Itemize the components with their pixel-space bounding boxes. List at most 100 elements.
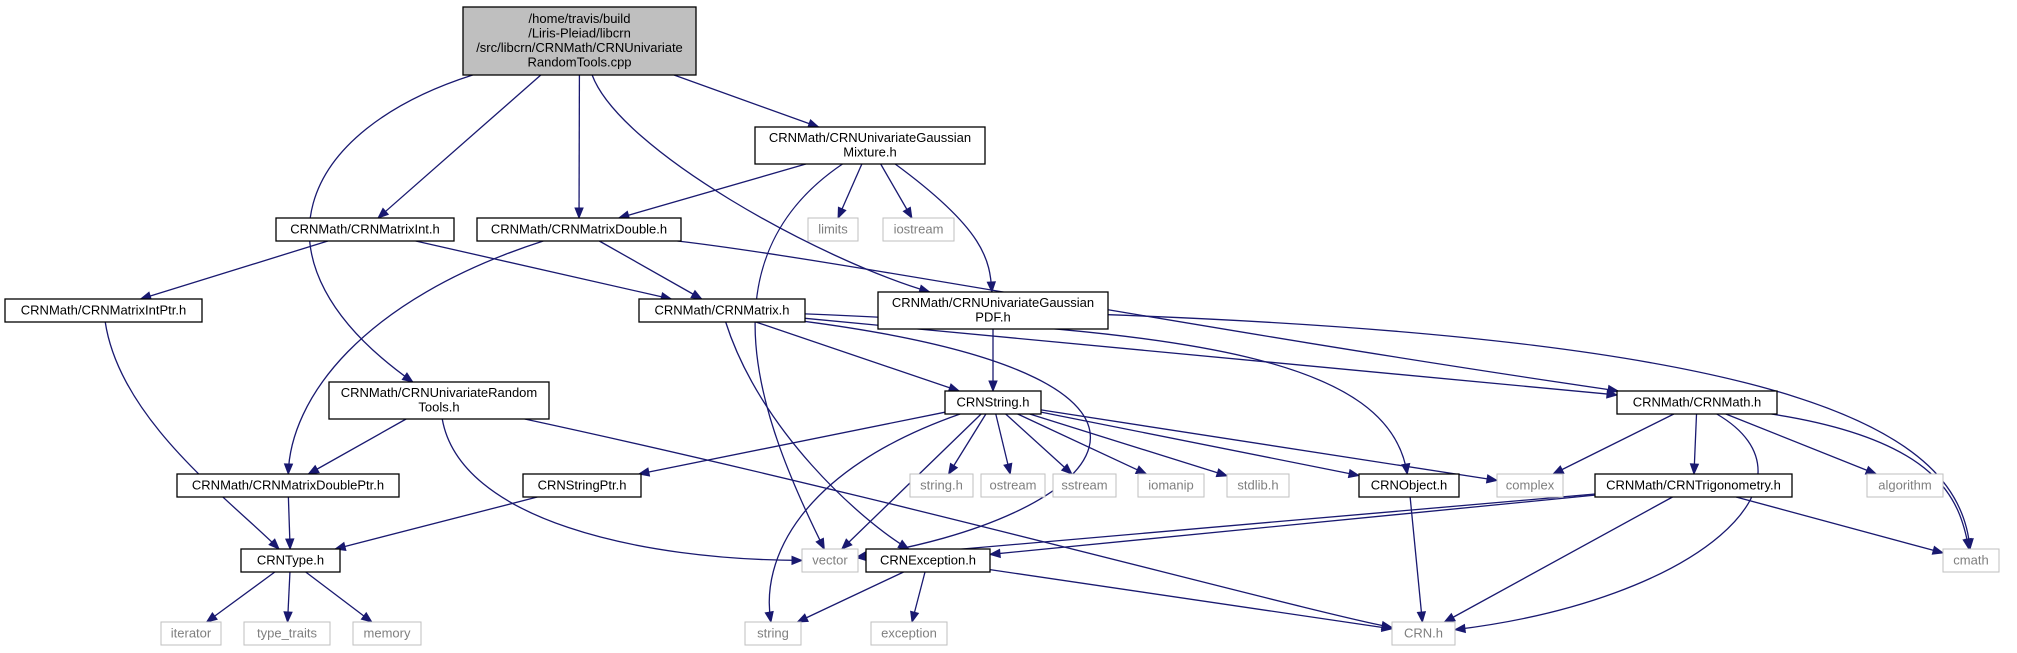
node-ostream-box xyxy=(980,473,1046,498)
arrowhead-str-to-obj xyxy=(1347,468,1361,479)
node-mip-label: CRNMath/CRNMatrixIntPtr.h xyxy=(21,302,186,317)
node-complex: complex xyxy=(1496,473,1564,498)
node-md[interactable]: CRNMath/CRNMatrixDouble.h xyxy=(476,217,682,242)
edge-root-to-urt xyxy=(308,74,473,383)
node-exc[interactable]: CRNException.h xyxy=(865,548,991,573)
arrowhead-mip-to-type xyxy=(268,538,280,550)
arrowhead-math-to-cmath xyxy=(1962,537,1972,551)
node-math-label: CRNMath/CRNMath.h xyxy=(1633,394,1762,409)
arrowhead-root-to-gm xyxy=(807,118,820,128)
arrowhead-pdf-to-str xyxy=(988,380,998,393)
node-memory-box xyxy=(352,621,422,646)
node-stringh: string.h xyxy=(909,473,974,498)
node-mi-label: CRNMath/CRNMatrixInt.h xyxy=(290,221,440,236)
edge-root-to-pdf xyxy=(591,74,930,293)
node-stringh-label: string.h xyxy=(920,477,963,492)
arrowhead-mdp-to-type xyxy=(285,538,295,551)
arrowhead-mat-to-math xyxy=(1606,389,1619,399)
edge-mat-to-vector xyxy=(804,320,1092,557)
arrowhead-obj-to-crn xyxy=(1416,611,1427,624)
arrowhead-urt-to-mdp xyxy=(307,464,320,475)
edge-mi-to-mat xyxy=(415,240,672,300)
node-type[interactable]: CRNType.h xyxy=(240,548,341,573)
node-exception-label: exception xyxy=(881,625,937,640)
arrowhead-root-to-mi xyxy=(377,207,390,219)
node-root-box xyxy=(462,6,697,76)
node-trig[interactable]: CRNMath/CRNTrigonometry.h xyxy=(1594,473,1793,498)
node-str[interactable]: CRNString.h xyxy=(944,390,1042,415)
node-cmath-label: cmath xyxy=(1953,552,1988,567)
node-mat[interactable]: CRNMath/CRNMatrix.h xyxy=(638,298,806,323)
edge-root-to-mi xyxy=(377,74,542,219)
node-urt-label: CRNMath/CRNUnivariateRandom xyxy=(341,385,538,400)
node-iostream-label: iostream xyxy=(894,221,944,236)
node-root-label: /src/libcrn/CRNMath/CRNUnivariate xyxy=(476,40,683,55)
edge-str-to-string xyxy=(768,413,961,623)
edge-exc-to-crn xyxy=(989,568,1393,630)
arrowhead-mat-to-obj xyxy=(1401,462,1411,476)
dependency-nodes: /home/travis/build/Liris-Pleiad/libcrn/s… xyxy=(4,6,2000,646)
edge-str-to-stringh xyxy=(948,413,987,475)
edge-sptr-to-type xyxy=(335,496,538,550)
node-vector-box xyxy=(801,548,859,573)
node-ostream: ostream xyxy=(980,473,1046,498)
node-iterator-label: iterator xyxy=(171,625,212,640)
arrowhead-exc-to-crn xyxy=(1380,622,1394,633)
node-mip[interactable]: CRNMath/CRNMatrixIntPtr.h xyxy=(4,298,203,323)
edge-urt-to-mdp xyxy=(308,418,407,475)
node-stdlib-box xyxy=(1226,473,1290,498)
arrowhead-math-to-complex xyxy=(1551,465,1565,475)
node-sptr[interactable]: CRNStringPtr.h xyxy=(522,473,642,498)
edge-type-to-iterator xyxy=(206,571,276,623)
node-stdlib: stdlib.h xyxy=(1226,473,1290,498)
edge-md-to-mat xyxy=(598,240,703,300)
arrowhead-type-to-type_traits xyxy=(283,611,293,624)
node-mi-box xyxy=(275,217,455,242)
node-crn-label: CRN.h xyxy=(1404,625,1443,640)
node-limits-label: limits xyxy=(818,221,848,236)
edge-obj-to-crn xyxy=(1409,496,1424,623)
arrowhead-exc-to-string xyxy=(796,613,809,623)
node-str-label: CRNString.h xyxy=(957,394,1030,409)
node-crn-box xyxy=(1391,621,1456,646)
edge-str-to-stdlib xyxy=(1029,413,1228,477)
node-str-box xyxy=(944,390,1042,415)
arrowhead-type-to-iterator xyxy=(205,611,218,623)
edge-str-to-sstream xyxy=(1005,413,1073,475)
node-limits-box xyxy=(807,217,859,242)
edge-trig-to-exc xyxy=(989,494,1596,556)
edge-urt-to-vector xyxy=(441,418,803,562)
node-cmath-box xyxy=(1942,548,2000,573)
node-iterator: iterator xyxy=(160,621,222,646)
edge-type-to-memory xyxy=(305,571,373,623)
node-mip-box xyxy=(4,298,203,323)
node-obj[interactable]: CRNObject.h xyxy=(1358,473,1460,498)
node-mdp[interactable]: CRNMath/CRNMatrixDoublePtr.h xyxy=(176,473,400,498)
node-math[interactable]: CRNMath/CRNMath.h xyxy=(1616,390,1778,415)
edge-mat-to-math xyxy=(804,317,1618,396)
node-type-traits: type_traits xyxy=(243,621,331,646)
node-memory-label: memory xyxy=(364,625,411,640)
node-urt-label: Tools.h xyxy=(418,400,459,415)
node-mat-label: CRNMath/CRNMatrix.h xyxy=(654,302,789,317)
arrowhead-str-to-string xyxy=(764,610,774,624)
arrowhead-gm-to-pdf xyxy=(986,281,997,294)
node-root-label: /home/travis/build xyxy=(529,11,631,26)
arrowhead-str-to-vector xyxy=(840,538,853,550)
edge-mat-to-obj xyxy=(804,313,1408,475)
node-algorithm-box xyxy=(1866,473,1944,498)
arrowhead-exc-to-exception xyxy=(910,610,920,624)
arrowhead-math-to-trig xyxy=(1689,463,1700,476)
edge-mat-to-exc xyxy=(725,321,910,550)
node-string: string xyxy=(744,621,802,646)
arrowhead-str-to-complex xyxy=(1485,474,1499,484)
node-sptr-box xyxy=(522,473,642,498)
edge-root-to-gm xyxy=(673,74,819,128)
node-root[interactable]: /home/travis/build/Liris-Pleiad/libcrn/s… xyxy=(462,6,697,76)
node-mi[interactable]: CRNMath/CRNMatrixInt.h xyxy=(275,217,455,242)
node-iomanip-box xyxy=(1137,473,1205,498)
